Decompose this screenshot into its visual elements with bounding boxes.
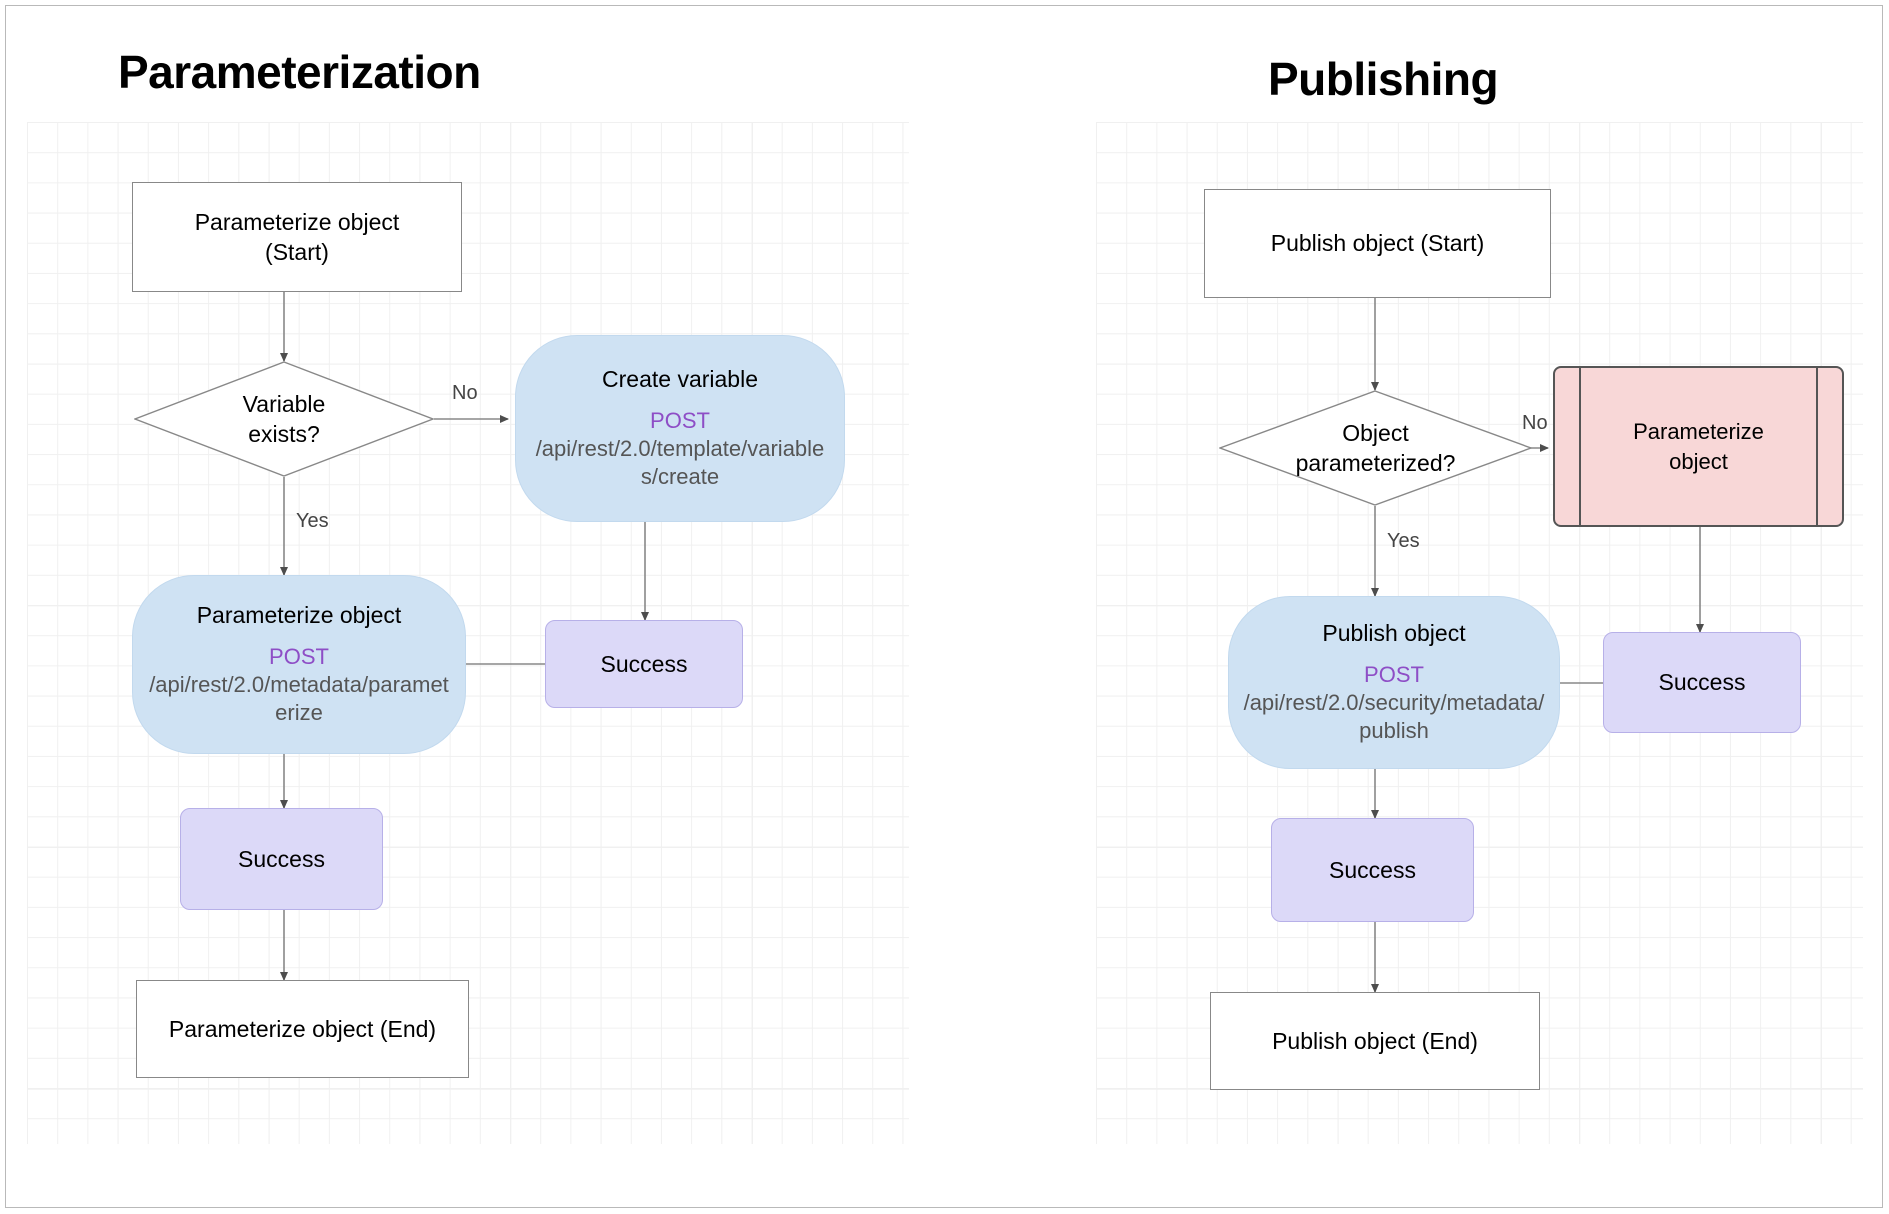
node-publish-object[interactable]: Publish object POST /api/rest/2.0/securi… [1228, 596, 1560, 769]
node-parameterize-subprocess[interactable]: Parameterize object [1553, 366, 1844, 527]
node-success-parameterize[interactable]: Success [180, 808, 383, 910]
node-create-variable[interactable]: Create variable POST /api/rest/2.0/templ… [515, 335, 845, 522]
edge-label-yes-left: Yes [296, 510, 329, 532]
node-title: Publish object [1322, 619, 1466, 646]
edge-label-no-right: No [1522, 412, 1548, 434]
node-title: Create variable [602, 365, 758, 392]
node-label-line2: parameterized? [1295, 450, 1456, 476]
node-label: Success [600, 650, 688, 677]
node-label: Success [1658, 669, 1746, 695]
node-label: Publish object (Start) [1270, 230, 1485, 257]
node-publish-start[interactable]: Publish object (Start) [1204, 189, 1551, 298]
node-label: Success [1329, 856, 1416, 883]
node-label-line2: (Start) [265, 239, 329, 265]
parameterization-title: Parameterization [118, 46, 481, 98]
http-method-label: POST [269, 643, 329, 669]
node-label: Success [238, 845, 325, 872]
parameterization-grid-background [27, 122, 909, 1144]
node-publish-end[interactable]: Publish object (End) [1210, 992, 1540, 1090]
edge-label-yes-right: Yes [1387, 530, 1420, 552]
publishing-title: Publishing [1268, 53, 1499, 105]
node-label-line2: exists? [248, 421, 320, 447]
diamond-shape-icon [134, 361, 434, 477]
node-variable-exists-decision[interactable]: Variable exists? [134, 361, 434, 477]
node-label-line1: Variable [242, 390, 326, 417]
subprocess-left-bar-icon [1579, 368, 1581, 525]
node-parameterize-object[interactable]: Parameterize object POST /api/rest/2.0/m… [132, 575, 466, 754]
node-label-line2: object [1669, 448, 1728, 474]
node-label-line1: Parameterize [1633, 419, 1764, 445]
node-success-subprocess[interactable]: Success [1603, 632, 1801, 733]
node-success-create-variable[interactable]: Success [545, 620, 743, 708]
diamond-shape-icon [1219, 390, 1532, 506]
node-title: Parameterize object [196, 601, 402, 628]
node-object-parameterized-decision[interactable]: Object parameterized? [1219, 390, 1532, 506]
edge-label-no-left: No [452, 382, 478, 404]
subprocess-right-bar-icon [1816, 368, 1818, 525]
node-label-line1: Parameterize object [194, 208, 400, 235]
api-path-label: /api/rest/2.0/template/variables/create [535, 435, 825, 489]
node-parameterize-start[interactable]: Parameterize object (Start) [132, 182, 462, 292]
http-method-label: POST [1364, 661, 1424, 687]
node-label: Publish object (End) [1272, 1027, 1478, 1054]
http-method-label: POST [650, 407, 710, 433]
node-label-line1: Object [1342, 419, 1409, 446]
node-parameterize-end[interactable]: Parameterize object (End) [136, 980, 469, 1078]
api-path-label: /api/rest/2.0/security/metadata/publish [1243, 689, 1545, 743]
api-path-label: /api/rest/2.0/metadata/parameterize [149, 671, 449, 725]
node-label: Parameterize object (End) [168, 1015, 437, 1042]
node-success-publish[interactable]: Success [1271, 818, 1474, 922]
